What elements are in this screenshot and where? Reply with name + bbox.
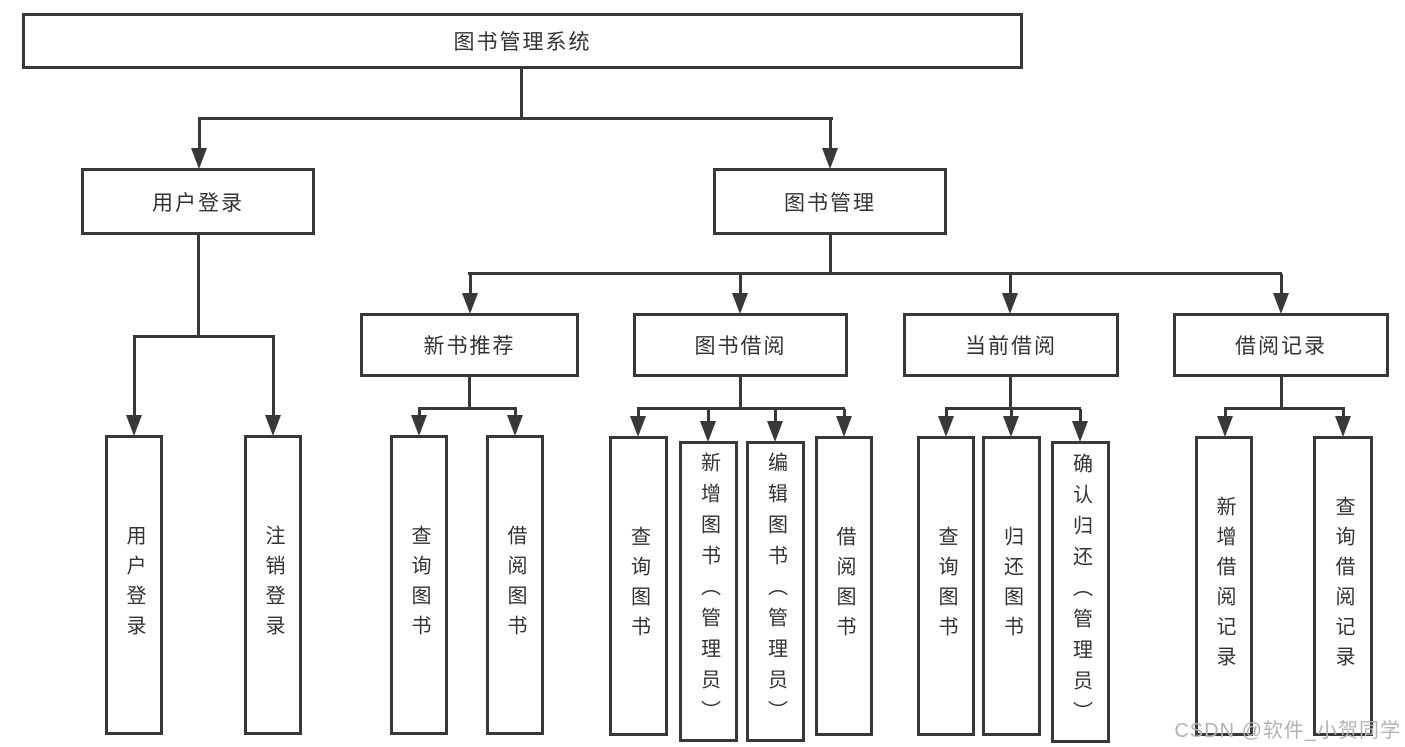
arrowhead-down-icon	[1002, 293, 1018, 314]
arrowhead-down-icon	[411, 415, 427, 436]
node-root: 图书管理系统	[22, 13, 1023, 69]
arrowhead-down-icon	[732, 293, 748, 314]
arrow-stem	[945, 409, 948, 418]
node-book-borrowing: 图书借阅	[633, 313, 848, 377]
arrowhead-down-icon	[1217, 416, 1233, 437]
arrow-stem	[774, 409, 777, 423]
arrow-stem	[843, 409, 846, 418]
leaf-newbooks-query: 查询图书	[390, 435, 448, 735]
node-root-label: 图书管理系统	[453, 31, 592, 54]
leaf-borrowing-borrow: 借阅图书	[815, 436, 873, 736]
node-book-management-label: 图书管理	[784, 191, 876, 215]
leaf-user-login: 用户登录	[105, 435, 163, 735]
node-book-management: 图书管理	[713, 168, 947, 235]
arrowhead-down-icon	[1335, 416, 1351, 437]
leaf-newbooks-borrow-label: 借阅图书	[504, 525, 526, 645]
new-books-split-line	[418, 407, 517, 410]
arrow-stem	[469, 274, 472, 295]
arrowhead-down-icon	[836, 416, 852, 437]
book-borrowing-stem	[739, 377, 742, 409]
leaf-borrowing-query-label: 查询图书	[627, 526, 650, 646]
arrowhead-down-icon	[700, 421, 716, 442]
arrowhead-down-icon	[191, 148, 207, 169]
book-borrowing-split-line	[637, 407, 845, 410]
arrowhead-down-icon	[767, 421, 783, 442]
arrowhead-down-icon	[1072, 421, 1088, 442]
leaf-newbooks-query-label: 查询图书	[408, 525, 430, 645]
root-split-line	[198, 117, 833, 120]
current-borrowing-stem	[1009, 377, 1012, 409]
arrowhead-down-icon	[1273, 293, 1289, 314]
book-mgmt-split-line	[468, 272, 1282, 275]
leaf-newbooks-borrow: 借阅图书	[486, 435, 544, 735]
leaf-current-query-label: 查询图书	[935, 526, 957, 646]
arrow-stem	[1342, 409, 1345, 418]
current-borrowing-split-line	[945, 407, 1081, 410]
arrow-stem	[1224, 409, 1227, 418]
watermark: CSDN @软件_小贺同学	[1174, 720, 1401, 742]
leaf-user-login-label: 用户登录	[123, 525, 145, 645]
arrowhead-down-icon	[462, 293, 478, 314]
arrow-stem	[1079, 409, 1082, 423]
node-current-borrowing-label: 当前借阅	[965, 335, 1057, 358]
leaf-records-add: 新增借阅记录	[1195, 436, 1253, 736]
arrow-stem	[1280, 274, 1283, 295]
leaf-current-return-label: 归还图书	[1000, 526, 1023, 646]
leaf-current-return: 归还图书	[982, 436, 1041, 736]
leaf-records-query: 查询借阅记录	[1313, 436, 1373, 736]
node-book-borrowing-label: 图书借阅	[694, 335, 787, 358]
arrowhead-down-icon	[630, 416, 646, 437]
arrowhead-down-icon	[822, 148, 838, 169]
arrowhead-down-icon	[938, 416, 954, 437]
leaf-borrowing-edit-admin: 编辑图书（管理员）	[746, 441, 805, 742]
arrow-stem	[739, 274, 742, 295]
leaf-borrowing-edit-admin-label: 编辑图书（管理员）	[764, 452, 787, 731]
leaf-current-confirm-admin: 确认归还（管理员）	[1051, 441, 1110, 743]
arrowhead-down-icon	[126, 415, 142, 436]
arrow-stem	[418, 409, 421, 417]
arrow-stem	[829, 119, 832, 150]
arrow-stem	[1010, 409, 1013, 418]
leaf-logout-label: 注销登录	[262, 525, 284, 645]
leaf-current-query: 查询图书	[917, 436, 975, 736]
node-new-book-recommend-label: 新书推荐	[423, 335, 516, 358]
borrowing-records-split-line	[1224, 407, 1345, 410]
arrow-stem	[707, 409, 710, 423]
arrowhead-down-icon	[1003, 416, 1019, 437]
borrowing-records-stem	[1280, 377, 1283, 409]
leaf-borrowing-borrow-label: 借阅图书	[833, 526, 855, 646]
node-user-login: 用户登录	[81, 168, 315, 235]
arrow-stem	[272, 337, 275, 417]
leaf-borrowing-add-admin: 新增图书（管理员）	[679, 441, 738, 742]
node-current-borrowing: 当前借阅	[903, 313, 1119, 377]
node-borrowing-records-label: 借阅记录	[1235, 335, 1327, 358]
leaf-borrowing-add-admin-label: 新增图书（管理员）	[697, 452, 720, 731]
arrow-stem	[133, 337, 136, 417]
arrow-stem	[1009, 274, 1012, 295]
arrow-stem	[637, 409, 640, 418]
user-login-stem	[197, 235, 200, 337]
arrowhead-down-icon	[507, 415, 523, 436]
arrow-stem	[514, 409, 517, 417]
leaf-logout: 注销登录	[244, 435, 302, 735]
arrow-stem	[198, 119, 201, 150]
root-stem	[520, 69, 523, 119]
leaf-records-add-label: 新增借阅记录	[1213, 496, 1235, 676]
book-mgmt-stem	[829, 235, 832, 274]
leaf-records-query-label: 查询借阅记录	[1332, 496, 1354, 676]
user-login-split-line	[133, 335, 275, 338]
node-new-book-recommend: 新书推荐	[360, 313, 579, 377]
node-user-login-label: 用户登录	[152, 191, 244, 215]
new-books-stem	[468, 377, 471, 409]
arrowhead-down-icon	[265, 415, 281, 436]
leaf-current-confirm-admin-label: 确认归还（管理员）	[1069, 452, 1092, 732]
leaf-borrowing-query: 查询图书	[609, 436, 668, 736]
node-borrowing-records: 借阅记录	[1173, 313, 1389, 377]
